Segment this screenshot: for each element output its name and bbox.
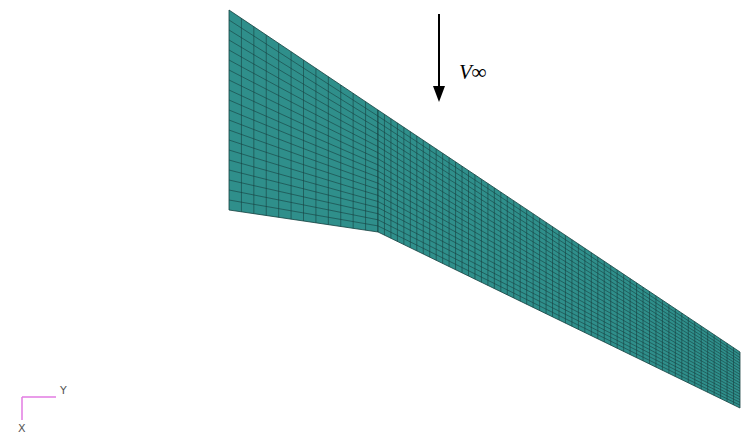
mesh-line: [229, 100, 378, 165]
mesh-line: [378, 195, 740, 391]
wing-mesh: [229, 10, 740, 408]
mesh-line: [229, 120, 378, 177]
mesh-line: [229, 200, 378, 226]
mesh-line: [229, 140, 378, 189]
freestream-velocity-label: V∞: [459, 62, 487, 83]
mesh-line: [378, 214, 740, 400]
mesh-line: [378, 183, 740, 385]
panel-surface: [229, 10, 378, 232]
mesh-line: [378, 171, 740, 380]
mesh-line: [229, 170, 378, 208]
mesh-line: [378, 177, 740, 383]
mesh-line: [378, 208, 740, 397]
mesh-line: [229, 190, 378, 220]
freestream-arrow-head: [433, 86, 445, 102]
panel-surface: [378, 110, 740, 408]
outer-wing-section: [378, 110, 740, 408]
mesh-line: [229, 40, 378, 128]
axis-label: Y: [60, 385, 67, 396]
mesh-line: [378, 134, 740, 363]
mesh-line: [378, 226, 740, 405]
mesh-line: [378, 153, 740, 372]
mesh-line: [229, 50, 378, 134]
mesh-line: [378, 128, 740, 360]
freestream-arrow-shaft: [438, 14, 440, 88]
axis-x-line: [21, 397, 23, 420]
axis-y-line: [22, 396, 56, 398]
mesh-line: [378, 116, 740, 355]
mesh-line: [378, 189, 740, 388]
mesh-line: [229, 110, 378, 171]
inner-wing-section: [229, 10, 378, 232]
mesh-line: [229, 80, 378, 153]
mesh-line: [378, 202, 740, 395]
mesh-line: [229, 70, 378, 147]
mesh-line: [229, 20, 378, 116]
mesh-line: [378, 165, 740, 377]
mesh-line: [378, 141, 740, 367]
mesh-line: [378, 122, 740, 357]
mesh-line: [378, 220, 740, 403]
mesh-line: [229, 180, 378, 214]
mesh-line: [378, 147, 740, 369]
mesh-line: [229, 160, 378, 202]
mesh-line: [378, 159, 740, 375]
axis-label: X: [18, 423, 26, 434]
